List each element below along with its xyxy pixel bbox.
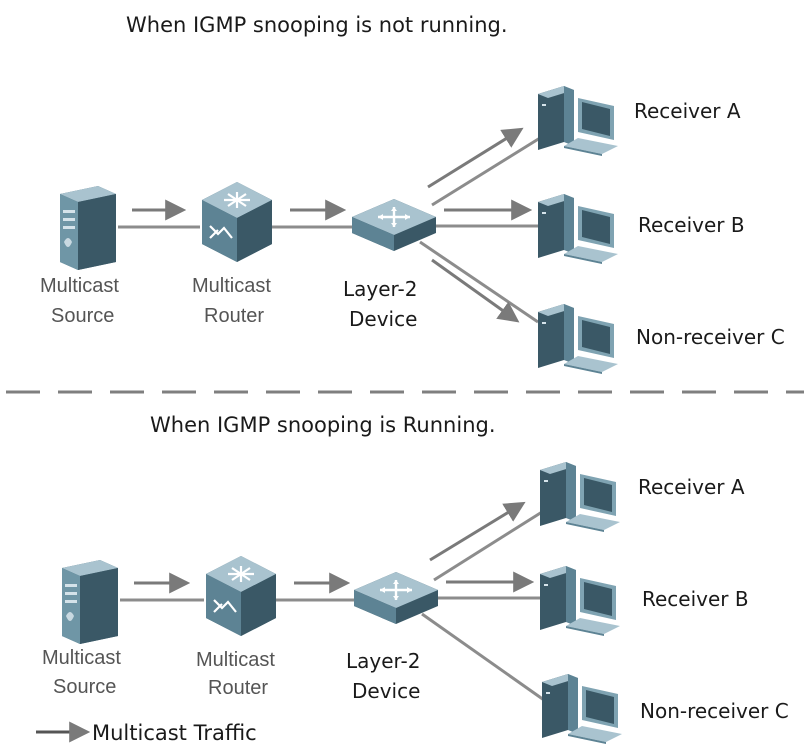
top-router-label-1: Multicast — [192, 275, 271, 297]
bottom-connection-lines — [120, 510, 545, 702]
legend: Multicast Traffic — [36, 721, 257, 745]
receiver-b-pc-icon — [538, 194, 618, 264]
multicast-source-icon — [60, 186, 116, 270]
receiver-a-pc-icon — [540, 462, 620, 532]
bottom-device-label-1: Layer-2 — [346, 649, 420, 673]
bottom-receiver-c-label: Non-receiver C — [640, 699, 789, 723]
receiver-a-pc-icon — [538, 86, 618, 156]
bottom-router-label-1: Multicast — [196, 649, 275, 671]
receiver-b-pc-icon — [540, 566, 620, 636]
top-panel: When IGMP snooping is not running. Multi… — [40, 13, 785, 374]
top-connection-lines — [118, 136, 541, 324]
top-receiver-c-label: Non-receiver C — [636, 325, 785, 349]
multicast-source-icon — [62, 560, 118, 644]
legend-label: Multicast Traffic — [92, 721, 257, 745]
top-receiver-a-label: Receiver A — [634, 99, 741, 123]
top-source-label-2: Source — [51, 305, 114, 327]
multicast-router-icon — [204, 554, 278, 638]
top-traffic-arrows — [132, 127, 533, 323]
arrow-to-receiver-a — [429, 501, 526, 562]
bottom-receiver-b-label: Receiver B — [642, 587, 749, 611]
non-receiver-c-pc-icon — [538, 304, 618, 374]
bottom-source-label-1: Multicast — [42, 647, 121, 669]
arrow-to-non-receiver-c — [431, 258, 520, 323]
bottom-device-label-2: Device — [352, 679, 420, 703]
bottom-panel-title: When IGMP snooping is Running. — [150, 413, 496, 437]
bottom-source-label-2: Source — [53, 676, 116, 698]
multicast-router-icon — [200, 180, 274, 264]
top-source-label-1: Multicast — [40, 275, 119, 297]
top-router-label-2: Router — [204, 305, 264, 327]
bottom-traffic-arrows — [134, 501, 535, 594]
bottom-router-label-2: Router — [208, 677, 268, 699]
bottom-panel: When IGMP snooping is Running. Multicast… — [42, 413, 789, 744]
top-panel-title: When IGMP snooping is not running. — [126, 13, 508, 37]
bottom-receiver-a-label: Receiver A — [638, 475, 745, 499]
top-receiver-b-label: Receiver B — [638, 213, 745, 237]
top-device-label-1: Layer-2 — [343, 277, 417, 301]
arrow-to-receiver-a — [427, 127, 524, 189]
non-receiver-c-pc-icon — [542, 674, 622, 744]
top-device-label-2: Device — [349, 307, 417, 331]
